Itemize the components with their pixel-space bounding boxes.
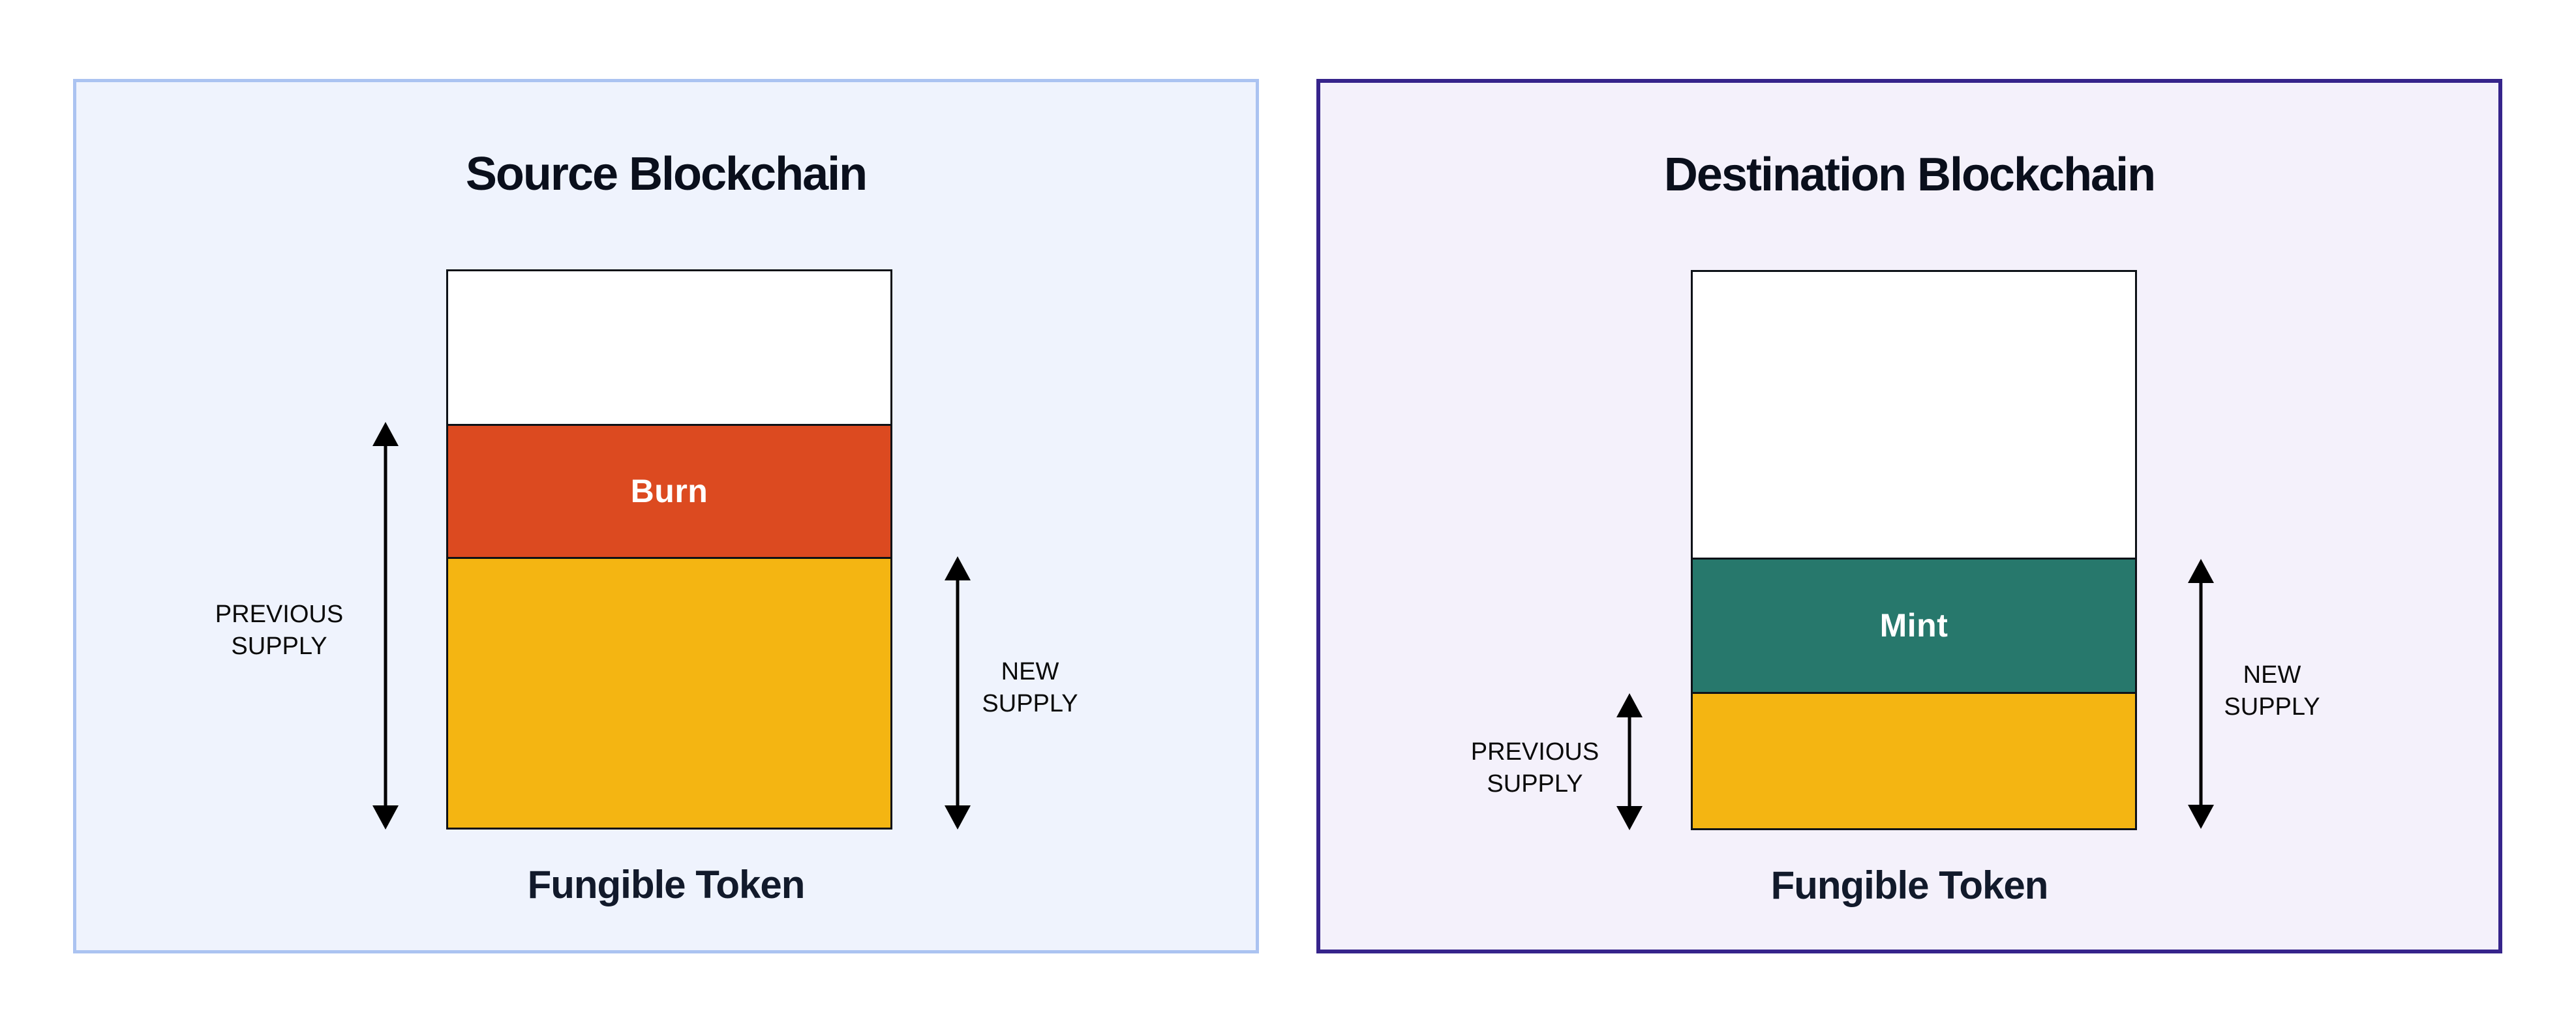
previous-supply-label: PREVIOUS SUPPLY [1470, 738, 1599, 798]
arrowhead-down-icon [372, 805, 399, 830]
segment-remaining-supply [448, 556, 890, 828]
previous-supply-label: PREVIOUS SUPPLY [215, 601, 344, 661]
previous-supply-arrow [1616, 693, 1643, 830]
arrow-line [1628, 714, 1631, 809]
segment-removed-supply [448, 271, 890, 424]
arrowhead-up-icon [1616, 693, 1643, 717]
new-supply-arrow [2188, 559, 2214, 829]
panel-title: Source Blockchain [465, 148, 868, 200]
segment-previous-supply [1693, 692, 2135, 828]
new-supply-label: NEW SUPPLY [2224, 661, 2320, 721]
source-blockchain-panel: Source Blockchain Burn PREVIOUS SUPPLY N… [73, 79, 1259, 953]
arrowhead-up-icon [945, 556, 971, 580]
bar-caption: Fungible Token [1770, 863, 2049, 907]
segment-unminted-supply [1693, 272, 2135, 558]
token-supply-bar: Mint [1691, 270, 2137, 830]
arrowhead-down-icon [945, 805, 971, 830]
arrowhead-up-icon [2188, 559, 2214, 583]
new-supply-arrow [945, 556, 971, 830]
new-supply-label: NEW SUPPLY [982, 658, 1078, 718]
panel-title: Destination Blockchain [1663, 149, 2156, 201]
arrowhead-up-icon [372, 422, 399, 446]
bar-caption: Fungible Token [527, 863, 806, 906]
token-supply-bar: Burn [446, 269, 892, 830]
arrowhead-down-icon [1616, 806, 1643, 830]
destination-blockchain-panel: Destination Blockchain Mint PREVIOUS SUP… [1316, 79, 2502, 953]
previous-supply-arrow [372, 422, 399, 830]
arrow-line [956, 577, 960, 809]
segment-burn: Burn [448, 423, 890, 557]
arrowhead-down-icon [2188, 805, 2214, 829]
arrow-line [2199, 580, 2203, 808]
arrow-line [384, 443, 387, 809]
burn-label: Burn [630, 473, 708, 510]
mint-label: Mint [1879, 607, 1948, 644]
segment-mint: Mint [1693, 557, 2135, 692]
